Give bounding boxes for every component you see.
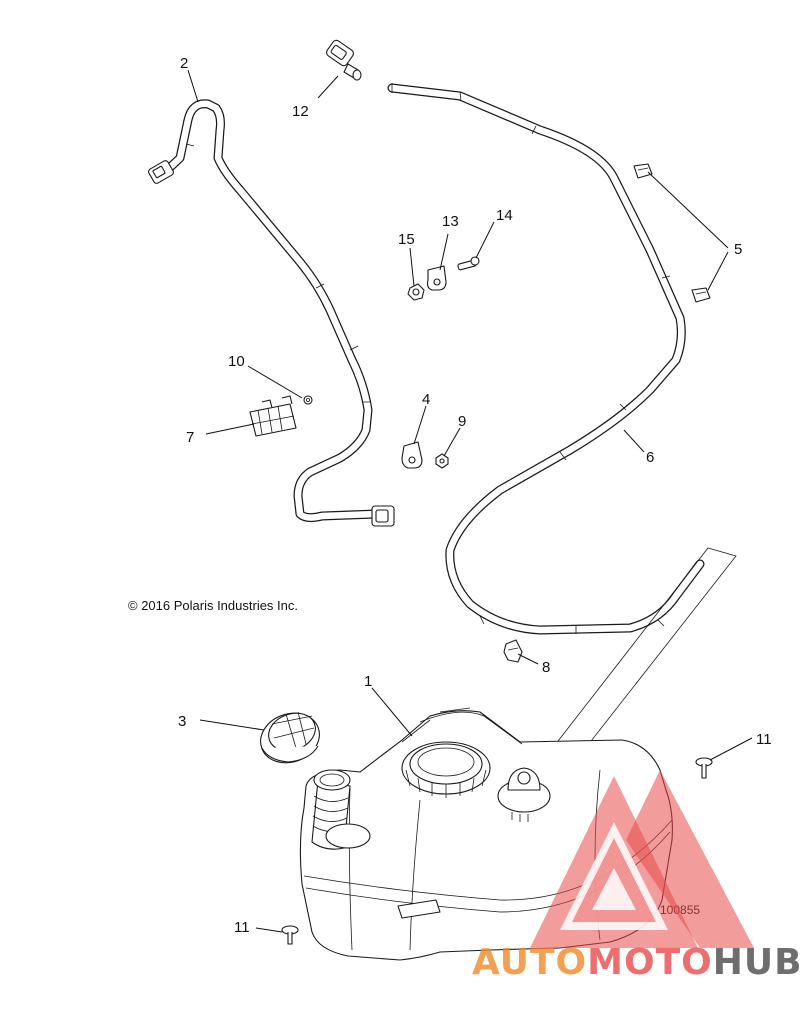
callout-7: 7: [186, 429, 194, 446]
callout-13: 13: [442, 213, 459, 230]
vent-valve-12: [326, 39, 362, 81]
svg-text:AUTOMOTOHUB: AUTOMOTOHUB: [472, 942, 800, 983]
nut-15: [407, 283, 425, 301]
callout-11-left: 11: [234, 919, 250, 936]
clamp-4: [401, 441, 423, 469]
fastener-10: [303, 395, 313, 405]
copyright-notice: © 2016 Polaris Industries Inc.: [128, 598, 298, 613]
watermark-text-auto: AUTO: [472, 942, 587, 983]
clamp-13: [426, 265, 447, 291]
callout-14: 14: [496, 207, 513, 224]
fuel-cap-3: [260, 711, 320, 764]
screw-11-left: [281, 925, 299, 945]
callout-8: 8: [542, 659, 550, 676]
filler-neck: [311, 769, 371, 850]
callout-1: 1: [364, 673, 372, 690]
vent-hose-2: [148, 99, 395, 527]
tank-vent-valve: [497, 767, 551, 822]
screw-11-right: [695, 757, 713, 779]
watermark-text-hub: HUB: [713, 942, 800, 983]
hose-connector-left: [148, 160, 174, 184]
fuel-pump-ring: [401, 741, 491, 798]
nut-9: [435, 453, 449, 469]
watermark-logo: AUTOMOTOHUB: [472, 770, 800, 983]
leader-lines: [187, 69, 753, 933]
bolt-14: [457, 256, 480, 271]
watermark-triangle-icon: [530, 770, 754, 948]
callout-10: 10: [228, 353, 245, 370]
callout-15: 15: [398, 231, 415, 248]
hose-clip-7: [249, 395, 297, 437]
callout-12: 12: [292, 103, 309, 120]
callout-labels: 2 12 5 13 14 15 10 7 4 9 6 8 1 3 11 11: [178, 55, 772, 936]
callout-4: 4: [422, 391, 430, 408]
vent-hose-6: [387, 83, 705, 635]
callout-6: 6: [646, 449, 654, 466]
watermark-text-moto: MOTO: [587, 942, 713, 983]
hose-connector-right: [371, 505, 395, 527]
clip-5-upper: [633, 163, 653, 179]
callout-5: 5: [734, 241, 742, 258]
callout-3: 3: [178, 713, 186, 730]
callout-9: 9: [458, 413, 466, 430]
clip-8: [503, 639, 523, 663]
callout-11-right: 11: [756, 731, 772, 748]
clip-5-lower: [691, 287, 711, 303]
callout-2: 2: [180, 55, 188, 72]
